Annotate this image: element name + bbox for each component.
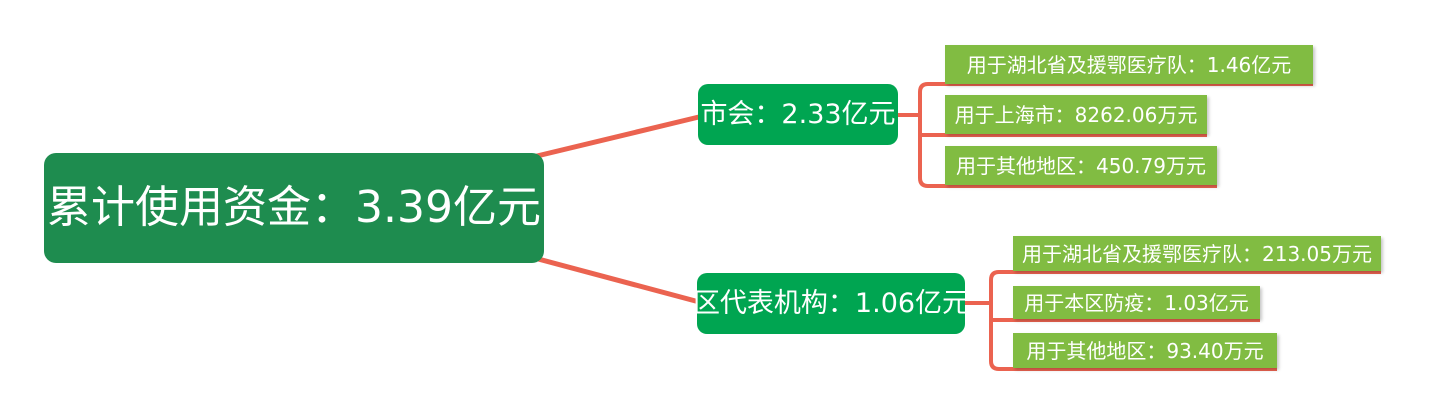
leaf-node-municipal-hubei-medical[interactable]: 用于湖北省及援鄂医疗队：1.46亿元 bbox=[945, 45, 1313, 84]
connector-municipal-leaf1 bbox=[918, 82, 1313, 117]
branch-node-district[interactable]: 区代表机构：1.06亿元 bbox=[693, 273, 969, 334]
leaf-node-municipal-shanghai[interactable]: 用于上海市：8262.06万元 bbox=[945, 95, 1207, 134]
connector-municipal-leaf3 bbox=[918, 113, 1217, 188]
leaf-node-municipal-other-regions[interactable]: 用于其他地区：450.79万元 bbox=[945, 146, 1217, 185]
connector-district-leaf3 bbox=[989, 301, 1277, 371]
connector-district-leaf1 bbox=[989, 270, 1381, 305]
connector-root-to-district bbox=[511, 249, 704, 306]
leaf-node-district-hubei-medical[interactable]: 用于湖北省及援鄂医疗队：213.05万元 bbox=[1013, 236, 1381, 271]
root-node-total-funds[interactable]: 累计使用资金：3.39亿元 bbox=[44, 153, 544, 263]
connector-root-to-municipal bbox=[511, 113, 704, 165]
leaf-node-district-other-regions[interactable]: 用于其他地区：93.40万元 bbox=[1013, 333, 1277, 368]
branch-node-municipal[interactable]: 市会：2.33亿元 bbox=[698, 84, 898, 145]
leaf-node-district-local-epidemic[interactable]: 用于本区防疫：1.03亿元 bbox=[1013, 286, 1260, 319]
